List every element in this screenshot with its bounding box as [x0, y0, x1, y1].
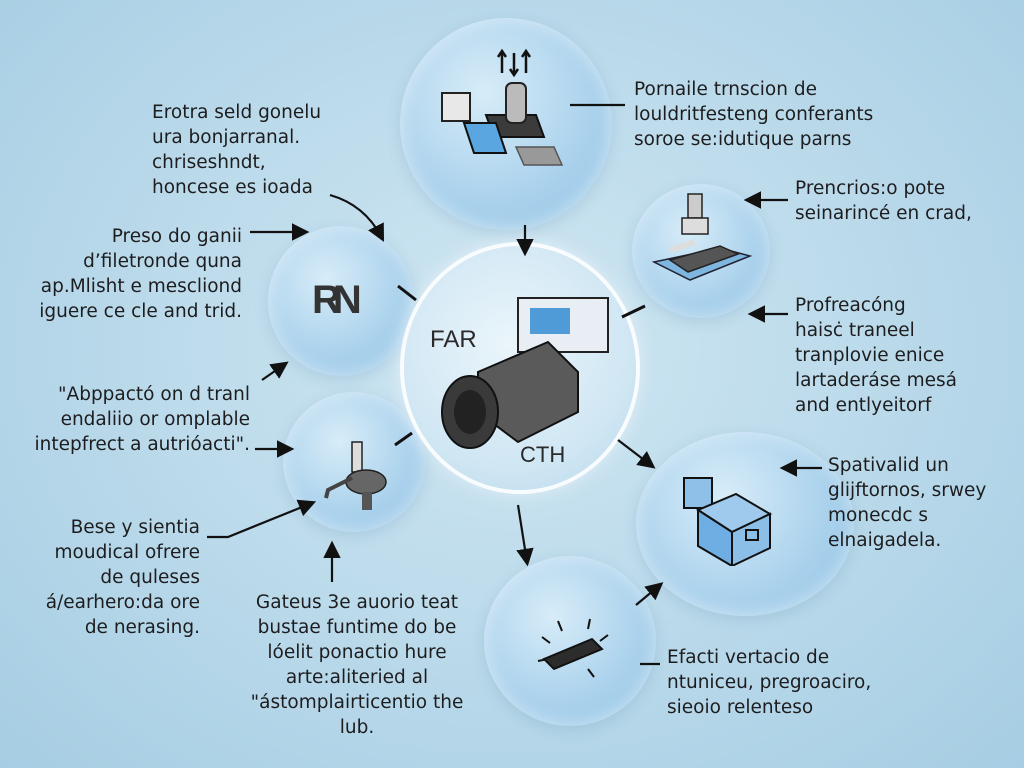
- callout-line: "ástomplairticentio the: [250, 692, 464, 713]
- callout-line: sieoio relenteso: [667, 697, 814, 718]
- box-device-icon: [683, 477, 773, 566]
- arrow-center-to-right-lower: [617, 439, 656, 469]
- callout-line: honcese es ioada: [152, 177, 313, 198]
- callout-line: de quleses: [100, 567, 200, 588]
- connector-left-upper-center: [397, 284, 417, 302]
- center-label-bottom: CTH: [520, 442, 566, 467]
- callout-top-right: Pornaile trnscion de louldritfesteng con…: [634, 77, 873, 152]
- callout-line: soroe se:idutique parns: [634, 129, 852, 150]
- callout-line: endaliio or omplable: [60, 409, 250, 430]
- left-node-label: RN: [312, 278, 362, 322]
- callout-line: bustae funtime do be: [257, 617, 457, 638]
- callout-line: iguere ce cle and trid.: [39, 301, 242, 322]
- arrow-left-mid-up: [261, 361, 289, 381]
- callout-line: tranplovie enice: [795, 345, 945, 366]
- callout-line: intepfrect a autrióacti".: [34, 434, 250, 455]
- faucet-valve-icon: [324, 441, 387, 510]
- arrow-top-left-callout: [329, 193, 385, 242]
- callout-line: monecdc s: [828, 505, 929, 526]
- center-label-top: FAR: [430, 326, 477, 353]
- left-upper-node-bubble: [268, 226, 414, 376]
- callout-left-mid: "Abppactó on d tranl endaliio or omplabl…: [34, 382, 250, 457]
- callout-line: ap.Mlisht e mescliond: [40, 276, 242, 297]
- callout-line: Erotra seld gonelu: [152, 102, 322, 123]
- callout-line: d’filetronde quna: [83, 251, 242, 272]
- callout-line: moudical ofrere: [54, 542, 200, 563]
- callout-line: Preso do ganii: [111, 226, 242, 247]
- callout-line: Efacti vertacio de: [667, 647, 830, 668]
- callout-line: louldritfesteng conferants: [634, 104, 874, 125]
- callout-line: Bese y sientia: [70, 517, 200, 538]
- callout-top-left: Erotra seld gonelu ura bonjarranal. chri…: [152, 100, 321, 200]
- callout-line: glĳftornos, srwey: [828, 480, 987, 501]
- callout-line: de nerasing.: [84, 617, 200, 638]
- connector-left-lower-center: [394, 431, 413, 447]
- callout-bottom-center: Gateus 3e auorio teat bustae funtime do …: [227, 590, 487, 740]
- connector-center-right-upper: [621, 304, 646, 319]
- callout-line: Profreacóng: [795, 295, 906, 316]
- camera-icon: [441, 297, 609, 449]
- callout-line: Pornaile trnscion de: [634, 79, 817, 100]
- callout-line: ntuniceu, pregroaciro,: [667, 672, 872, 693]
- callout-line: haisċ traneel: [795, 320, 915, 341]
- sensor-chip-icon: [537, 618, 609, 678]
- callout-line: Spativalid un: [828, 455, 949, 476]
- callout-line: seinarincé en crad,: [795, 203, 972, 224]
- callout-line: lub.: [339, 717, 375, 738]
- callout-right-mid: Profreacóng haisċ traneel tranplovie eni…: [795, 293, 957, 418]
- callout-line: á/earhero:da ore: [45, 592, 200, 613]
- callout-left-lower: Bese y sientia moudical ofrere de qulese…: [46, 515, 200, 640]
- callout-line: "Abppactó on d tranl: [58, 384, 250, 405]
- callout-line: lóelit ponactio hure: [267, 642, 447, 663]
- callout-line: and entlyeitorf: [795, 395, 932, 416]
- callout-right-lower: Spativalid un glĳftornos, srwey monecdc …: [828, 453, 986, 553]
- arrow-bottom-to-right-lower: [635, 582, 664, 606]
- callout-line: elnaigadela.: [828, 530, 942, 551]
- callout-line: arte:aliteried al: [285, 667, 429, 688]
- storage-device-icon: [441, 48, 564, 166]
- callout-line: lartaderáse mesá: [795, 370, 958, 391]
- callout-line: chriseshndt,: [152, 152, 266, 173]
- mechanism-icon: [651, 193, 753, 281]
- callout-left-upper: Preso do ganii d’filetronde quna ap.Mlis…: [39, 224, 242, 324]
- callout-right-upper: Prencrios:o pote seinarincé en crad,: [795, 176, 972, 226]
- callout-line: ura bonjarranal.: [152, 127, 301, 148]
- callout-line: Gateus 3e auorio teat: [255, 592, 459, 613]
- arrow-center-to-bottom: [516, 504, 534, 567]
- bottom-node-bubble: [484, 556, 656, 726]
- arrow-left-lower-callout: [207, 499, 317, 539]
- callout-bottom-right: Efacti vertacio de ntuniceu, pregroaciro…: [667, 645, 871, 720]
- callout-line: Prencrios:o pote: [795, 178, 946, 199]
